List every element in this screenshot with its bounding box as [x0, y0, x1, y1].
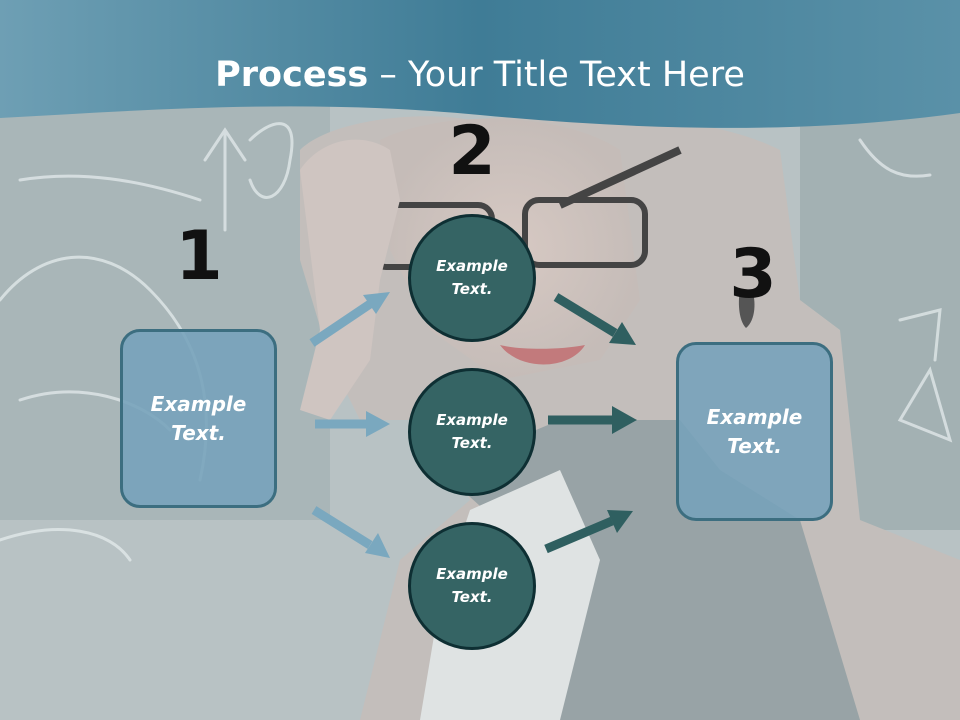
arrow-node-2-to-3: [548, 406, 637, 434]
arrow-node-1-to-3: [553, 293, 636, 345]
arrow-1-to-node-2: [315, 411, 390, 437]
arrow-node-3-to-3: [544, 510, 633, 554]
node-3-text: Example Text.: [436, 565, 508, 606]
node-1-text: Example Text.: [436, 257, 508, 298]
slide-title: Process – Your Title Text Here: [0, 52, 960, 98]
step-number-3: 3: [729, 235, 777, 314]
step-3-text: Example Text.: [706, 404, 803, 458]
step-1-text: Example Text.: [150, 391, 247, 445]
node-2-text: Example Text.: [436, 411, 508, 452]
arrow-1-to-node-3: [311, 506, 390, 558]
title-bold: Process: [215, 55, 369, 95]
arrow-1-to-node-1: [309, 292, 390, 347]
node-circle-1[interactable]: Example Text.: [408, 214, 536, 342]
node-circle-2[interactable]: Example Text.: [408, 368, 536, 496]
step-number-1: 1: [175, 217, 223, 296]
node-circle-3[interactable]: Example Text.: [408, 522, 536, 650]
step-number-2: 2: [448, 112, 496, 191]
step-3-box[interactable]: Example Text.: [676, 342, 833, 521]
title-rest: – Your Title Text Here: [368, 55, 745, 95]
step-1-box[interactable]: Example Text.: [120, 329, 277, 508]
